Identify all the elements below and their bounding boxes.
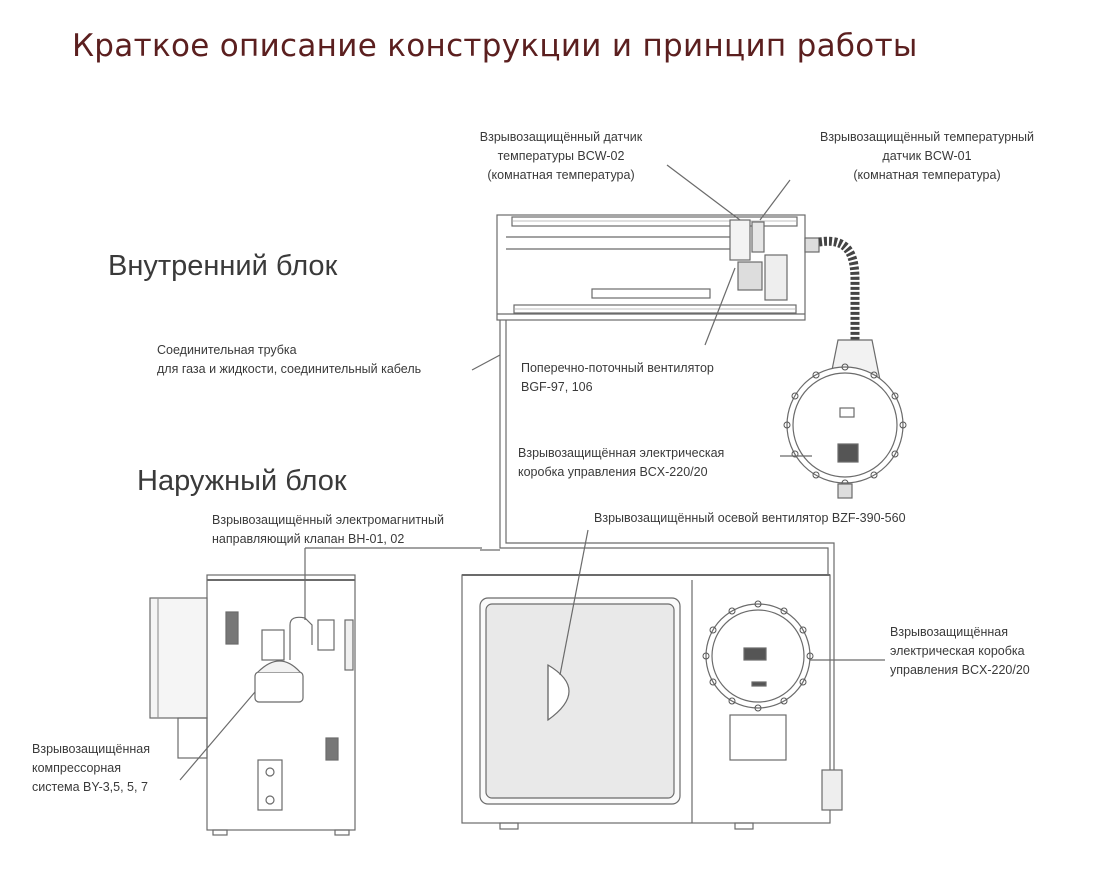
fan-grille: [485, 603, 675, 799]
label-axial-fan: Взрывозащищённый осевой вентилятор BZF-3…: [594, 511, 906, 525]
sensor-bcw01-body: [751, 221, 765, 253]
outdoor-compressor-unit: [149, 547, 482, 836]
indoor-control-box: [780, 339, 907, 499]
outdoor-main-unit: [461, 529, 885, 830]
page-title: Краткое описание конструкции и принцип р…: [72, 28, 918, 64]
indoor-unit: [496, 164, 860, 346]
indoor-unit-heading: Внутренний блок: [108, 250, 338, 282]
outdoor-unit-heading: Наружный блок: [137, 465, 347, 497]
sensor-bcw02-body: [729, 219, 751, 261]
